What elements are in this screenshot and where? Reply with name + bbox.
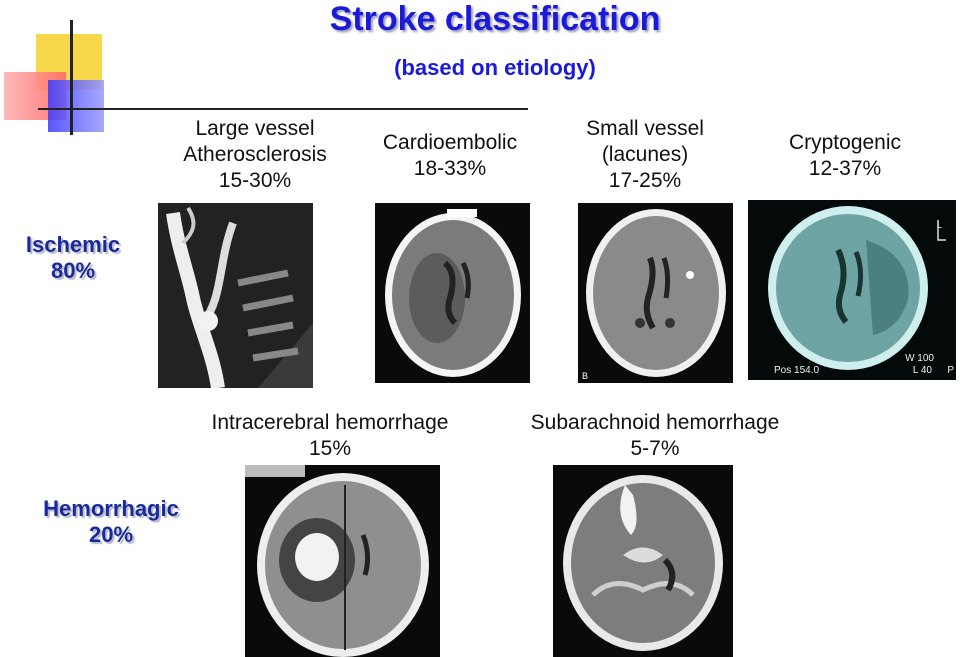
ct-level-label: L 40 (912, 365, 932, 376)
ct-marker-label: L (936, 220, 942, 230)
cryptogenic-ct-image: L Pos 154.0 W 100 L 40 P (748, 200, 956, 380)
ct-pos-label: Pos 154.0 (774, 365, 820, 376)
caption-small-vessel: Small vessel (lacunes) 17-25% (560, 116, 730, 194)
caption-percent: 15% (308, 437, 352, 460)
decor-vertical-line (70, 20, 73, 135)
caption-percent: 15-30% (218, 169, 292, 192)
caption-percent: 12-37% (808, 157, 882, 180)
small-vessel-ct-image: B (578, 203, 733, 383)
decor-blue-square (48, 80, 104, 132)
hemorrhagic-name: Hemorrhagic (43, 496, 179, 521)
caption-line: Large vessel (195, 117, 315, 140)
caption-percent: 5-7% (630, 437, 680, 460)
scan-corner-letter: B (582, 371, 589, 381)
decor-horizontal-line (38, 108, 528, 110)
slide-subtitle: (based on etiology) (394, 55, 596, 80)
angiogram-image (158, 203, 313, 388)
ischemic-name: Ischemic (25, 232, 121, 257)
ischemic-label: Ischemic 80% (8, 232, 138, 284)
caption-percent: 17-25% (608, 169, 682, 192)
caption-line: Small vessel (586, 117, 704, 140)
ct-corner-label: P (947, 365, 954, 376)
caption-large-vessel: Large vessel Atherosclerosis 15-30% (160, 116, 350, 194)
caption-line: (lacunes) (601, 143, 689, 166)
caption-line: Intracerebral hemorrhage (211, 411, 449, 434)
slide-title: Stroke classification (329, 0, 661, 38)
caption-intracerebral: Intracerebral hemorrhage 15% (180, 410, 480, 462)
caption-percent: 18-33% (413, 157, 487, 180)
caption-line: Cryptogenic (788, 131, 902, 154)
caption-line: Cardioembolic (382, 131, 518, 154)
subarachnoid-ct-image (553, 465, 733, 657)
hemorrhagic-percent: 20% (88, 522, 134, 547)
caption-line: Atherosclerosis (183, 143, 327, 166)
hemorrhagic-label: Hemorrhagic 20% (26, 496, 196, 548)
caption-cardioembolic: Cardioembolic 18-33% (360, 130, 540, 182)
ct-window-label: W 100 (905, 353, 934, 364)
caption-line: Subarachnoid hemorrhage (530, 411, 780, 434)
caption-cryptogenic: Cryptogenic 12-37% (765, 130, 925, 182)
intracerebral-ct-image (245, 465, 440, 657)
ischemic-percent: 80% (50, 258, 96, 283)
cardioembolic-ct-image (375, 203, 530, 383)
caption-subarachnoid: Subarachnoid hemorrhage 5-7% (500, 410, 810, 462)
